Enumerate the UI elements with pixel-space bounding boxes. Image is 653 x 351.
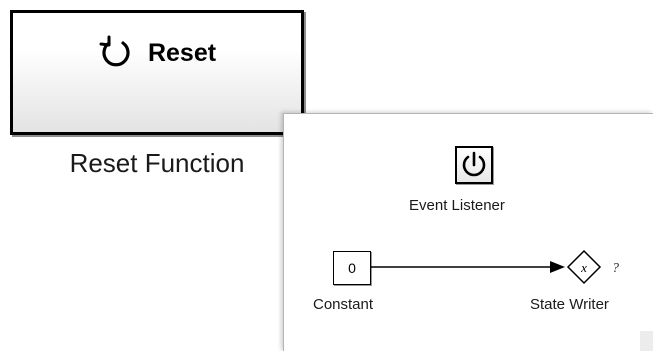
power-icon xyxy=(462,151,486,177)
state-writer-block[interactable] xyxy=(566,249,602,285)
event-listener-caption: Event Listener xyxy=(409,197,505,214)
reset-block-label: Reset xyxy=(147,38,217,67)
constant-value: 0 xyxy=(348,260,356,276)
reset-function-caption: Reset Function xyxy=(69,148,245,178)
state-writer-caption: State Writer xyxy=(530,296,609,313)
constant-block[interactable]: 0 xyxy=(333,251,371,285)
signal-arrowhead xyxy=(550,261,565,273)
unresolved-marker: ? xyxy=(612,261,619,276)
panel-scroll-corner xyxy=(640,331,653,351)
constant-caption: Constant xyxy=(313,296,374,313)
state-writer-symbol: x xyxy=(580,260,587,275)
event-listener-block[interactable] xyxy=(455,146,493,184)
reset-block-header: Reset xyxy=(13,35,301,71)
reset-function-block[interactable]: Reset xyxy=(10,10,304,135)
reset-arrow-icon xyxy=(99,35,130,67)
